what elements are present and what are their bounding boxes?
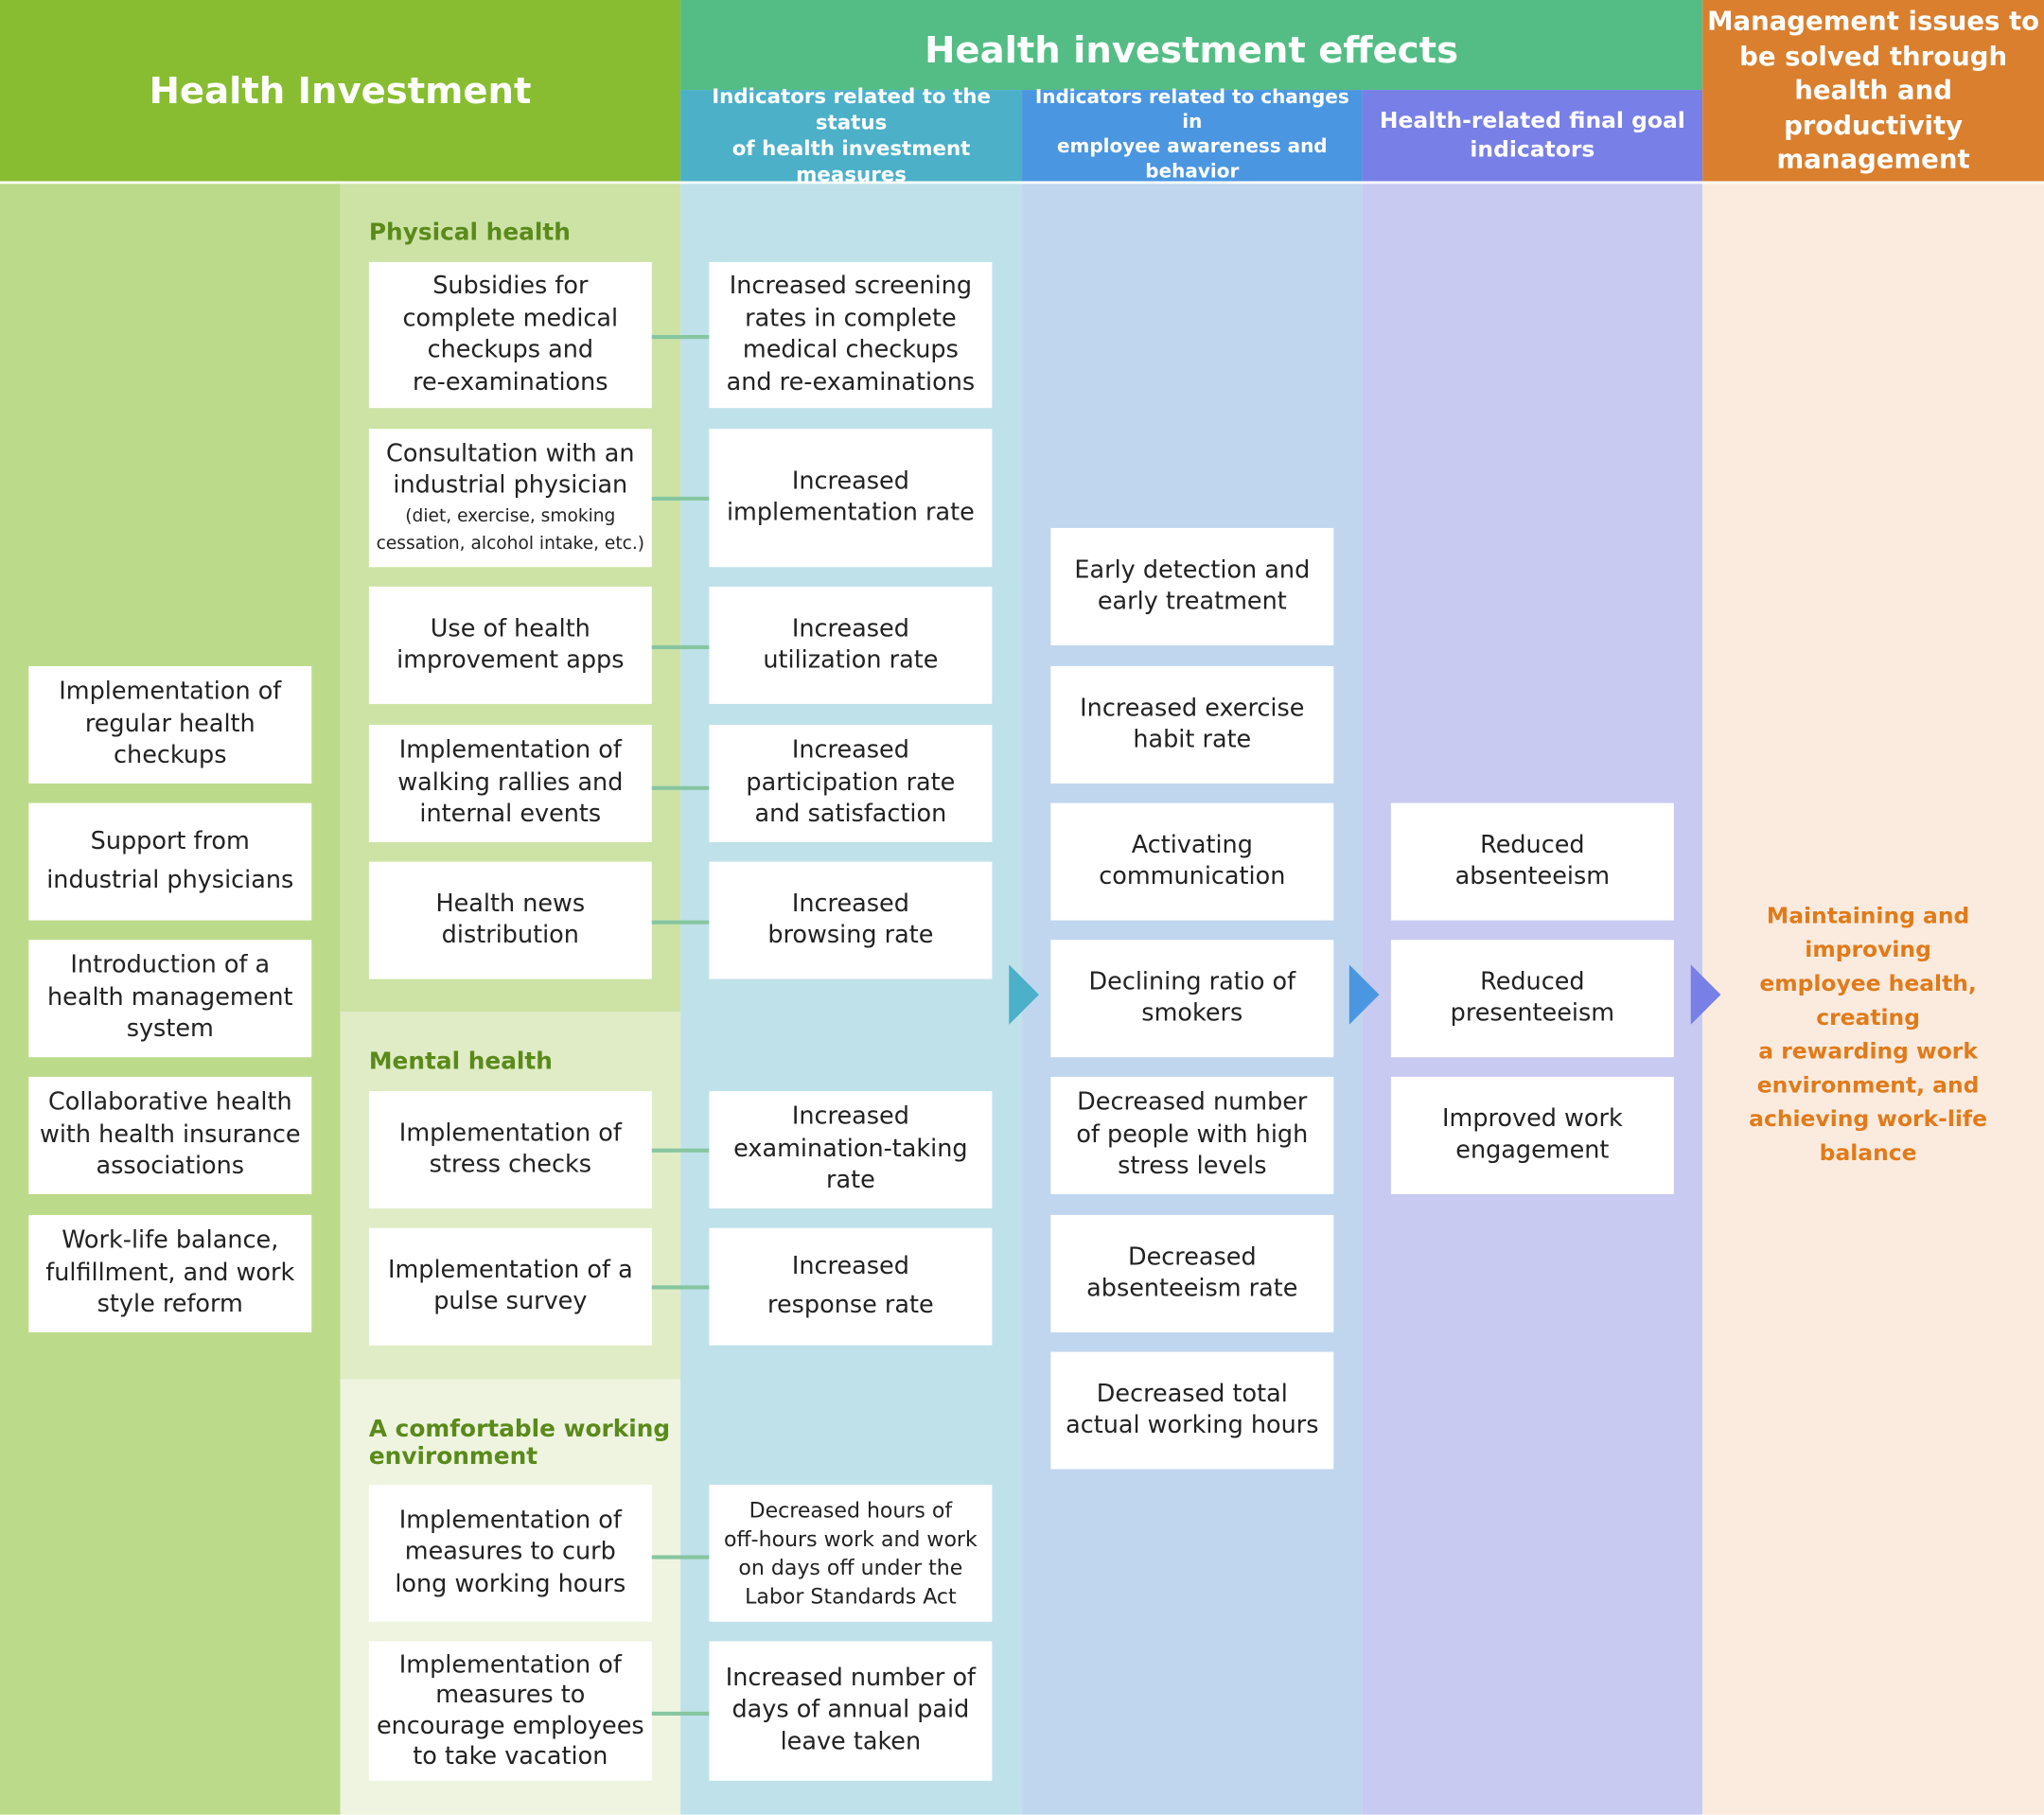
foundation-box: Support from industrial physicians xyxy=(28,802,312,921)
awareness-box: Early detection and early treatment xyxy=(1050,527,1334,645)
final-goal-box: Reduced presenteeism xyxy=(1390,940,1674,1058)
awareness-box: Increased exercise habit rate xyxy=(1050,665,1334,784)
awareness-box: Decreased total actual working hours xyxy=(1050,1351,1334,1470)
arrow-right-icon xyxy=(1009,964,1039,1025)
header-awareness-indicators: Indicators related to changes in employe… xyxy=(1022,87,1363,183)
awareness-box: Activating communication xyxy=(1050,802,1334,921)
connector-line xyxy=(651,1148,710,1153)
header-final-goal-indicators: Health-related final goal indicators xyxy=(1362,90,1703,182)
indicator-box: Increased participation rate and satisfa… xyxy=(709,724,993,842)
measure-box: Health news distribution xyxy=(368,861,652,979)
connector-line xyxy=(651,1285,710,1290)
arrow-right-icon xyxy=(1690,964,1721,1025)
arrow-right-icon xyxy=(1348,964,1380,1025)
header-management-issues: Management issues to be solved through h… xyxy=(1702,0,2044,182)
measure-box: Implementation of measures to encourage … xyxy=(368,1641,652,1781)
connector-line xyxy=(651,920,710,925)
indicator-box: Increased response rate xyxy=(709,1227,993,1346)
indicator-box: Increased number of days of annual paid … xyxy=(709,1641,993,1781)
header-status-indicators: Indicators related to the status of heal… xyxy=(680,85,1023,186)
foundation-box: Work-life balance, fulfillment, and work… xyxy=(28,1214,312,1332)
connector-line xyxy=(651,644,710,650)
awareness-box: Decreased number of people with high str… xyxy=(1050,1076,1334,1194)
header-health-investment: Health Investment xyxy=(0,0,681,182)
connector-line xyxy=(651,335,710,340)
connector-line xyxy=(651,496,710,501)
indicator-box: Increased utilization rate xyxy=(709,586,993,704)
management-goal-text: Maintaining and improving employee healt… xyxy=(1749,903,1988,1167)
measure-box: Implementation of walking rallies and in… xyxy=(368,724,652,842)
indicator-box: Increased examination-taking rate xyxy=(709,1091,993,1209)
indicator-box: Decreased hours of off-hours work and wo… xyxy=(709,1485,993,1622)
measure-text: Consultation with an industrial physicia… xyxy=(386,439,635,500)
measure-box: Subsidies for complete medical checkups … xyxy=(368,261,652,409)
connector-line xyxy=(651,785,710,790)
final-goal-box: Improved work engagement xyxy=(1390,1076,1674,1194)
foundation-box: Implementation of regular health checkup… xyxy=(28,665,312,784)
measure-box: Implementation of measures to curb long … xyxy=(368,1485,652,1622)
measure-box: Implementation of stress checks xyxy=(368,1091,652,1209)
awareness-box: Decreased absenteeism rate xyxy=(1050,1214,1334,1332)
section-label-environment: A comfortable working environment xyxy=(368,1416,671,1471)
connector-line xyxy=(651,1555,710,1559)
measure-box: Implementation of a pulse survey xyxy=(368,1227,652,1346)
section-label-physical: Physical health xyxy=(368,219,571,247)
indicator-box: Increased implementation rate xyxy=(709,429,993,568)
header-health-investment-effects: Health investment effects xyxy=(680,0,1703,91)
measure-box: Consultation with an industrial physicia… xyxy=(368,429,652,568)
indicator-box: Increased screening rates in complete me… xyxy=(709,261,993,409)
section-label-mental: Mental health xyxy=(368,1048,553,1076)
final-goal-box: Reduced absenteeism xyxy=(1390,802,1674,921)
measure-note: (diet, exercise, smoking cessation, alco… xyxy=(376,504,645,554)
foundation-box: Introduction of a health management syst… xyxy=(28,940,312,1058)
measure-box: Use of health improvement apps xyxy=(368,586,652,704)
foundation-box: Collaborative health with health insuran… xyxy=(28,1076,312,1194)
awareness-box: Declining ratio of smokers xyxy=(1050,940,1334,1058)
column-management xyxy=(1702,184,2044,1815)
connector-line xyxy=(651,1711,710,1716)
indicator-box: Increased browsing rate xyxy=(709,861,993,979)
